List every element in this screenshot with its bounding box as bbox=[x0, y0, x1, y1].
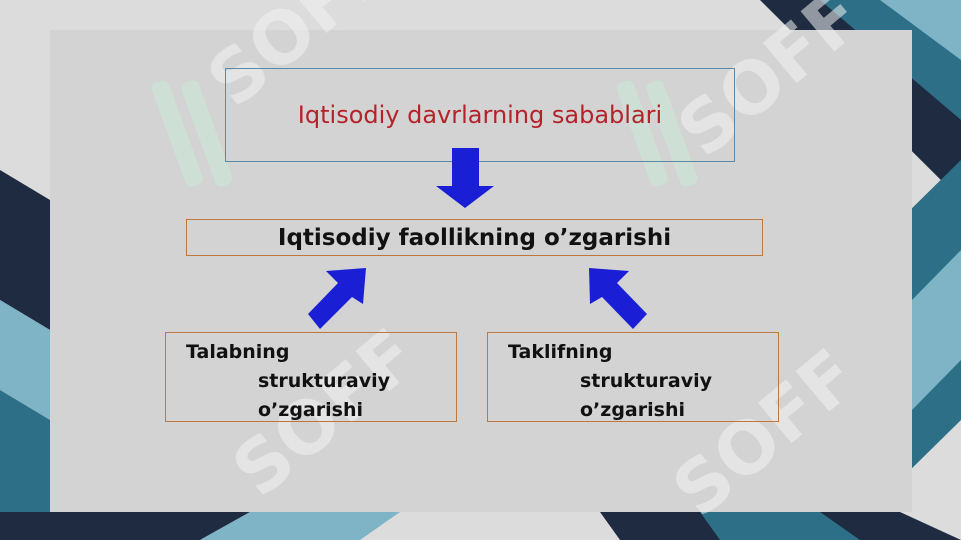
demand-line-1: Talabning bbox=[186, 341, 290, 363]
logo-mark-icon bbox=[151, 80, 233, 187]
content-panel bbox=[50, 30, 912, 512]
supply-line-1: Taklifning bbox=[508, 341, 613, 363]
causes-title: Iqtisodiy davrlarning sabablari bbox=[297, 101, 663, 129]
demand-line-3: o’zgarishi bbox=[258, 399, 363, 421]
supply-change-box: Taklifning strukturaviy o’zgarishi bbox=[487, 332, 779, 422]
demand-change-box: Talabning strukturaviy o’zgarishi bbox=[165, 332, 457, 422]
supply-line-3: o’zgarishi bbox=[580, 399, 685, 421]
causes-box: Iqtisodiy davrlarning sabablari bbox=[225, 68, 735, 162]
activity-change-title: Iqtisodiy faollikning o’zgarishi bbox=[277, 224, 672, 251]
logo-mark-icon bbox=[616, 80, 698, 187]
activity-change-box: Iqtisodiy faollikning o’zgarishi bbox=[186, 219, 763, 256]
supply-line-2: strukturaviy bbox=[580, 370, 713, 392]
demand-line-2: strukturaviy bbox=[258, 370, 391, 392]
